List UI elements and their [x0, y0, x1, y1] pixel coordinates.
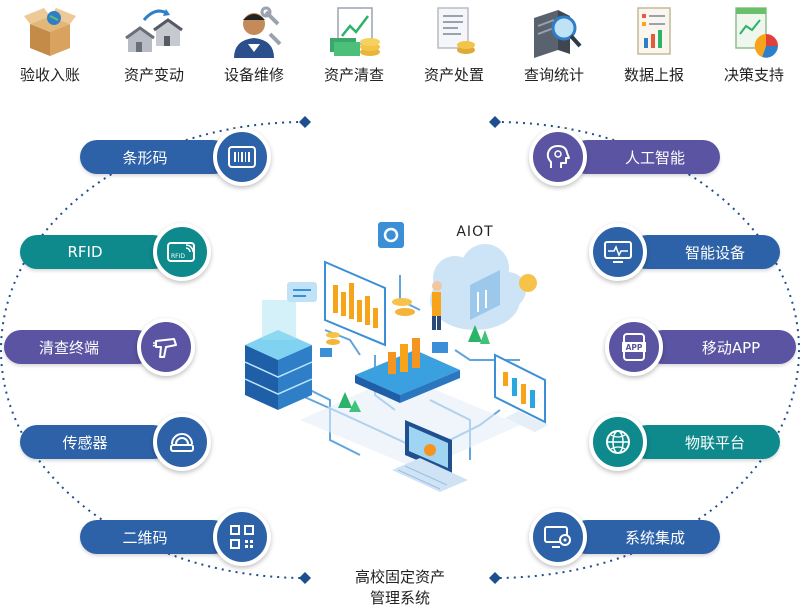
- module-label: 查询统计: [523, 66, 584, 84]
- node-system-integration-pill[interactable]: 系统集成: [570, 520, 720, 554]
- node-terminal-circle[interactable]: [137, 318, 195, 376]
- aiot-illustration: [244, 222, 548, 492]
- module-label: 资产清查: [323, 66, 384, 84]
- node-label: RFID: [67, 243, 103, 261]
- node-mobile-app-circle[interactable]: APP: [605, 318, 663, 376]
- phone-app-icon: APP: [622, 333, 646, 361]
- aiot-label: AIOT: [456, 224, 494, 240]
- center-title-line1: 高校固定资产: [354, 568, 445, 586]
- node-terminal-pill[interactable]: 清查终端: [4, 330, 154, 364]
- svg-text:RFID: RFID: [171, 253, 185, 260]
- module-label: 资产变动: [123, 66, 184, 84]
- node-label: 系统集成: [624, 528, 685, 547]
- money-chart-icon: [330, 7, 380, 56]
- module-repair[interactable]: 设备维修: [204, 0, 304, 90]
- house-transfer-icon: [125, 9, 183, 52]
- node-ai-circle[interactable]: [529, 128, 587, 186]
- node-rfid-circle[interactable]: RFID: [153, 223, 211, 281]
- repair-worker-icon: [234, 6, 282, 58]
- node-sensor-pill[interactable]: 传感器: [20, 425, 170, 459]
- module-label: 资产处置: [423, 66, 484, 84]
- document-coins-icon: [437, 7, 475, 54]
- node-rfid-pill[interactable]: RFID: [20, 235, 170, 269]
- diamond-top-right: [489, 116, 501, 128]
- pie-chart-icon: [735, 7, 778, 58]
- node-label: 传感器: [62, 433, 108, 452]
- module-query-stats[interactable]: 查询统计: [504, 0, 604, 90]
- screen-gear-icon: [544, 526, 571, 548]
- scanner-gun-icon: [152, 338, 177, 358]
- node-label: 智能设备: [684, 243, 745, 262]
- node-sensor-circle[interactable]: [153, 413, 211, 471]
- node-iot-platform-circle[interactable]: [589, 413, 647, 471]
- rfid-card-icon: RFID: [167, 242, 195, 262]
- module-asset-change[interactable]: 资产变动: [104, 0, 204, 90]
- box-icon: [24, 8, 76, 56]
- barcode-icon: [228, 146, 256, 168]
- module-label: 验收入账: [19, 66, 80, 84]
- ai-head-icon: [546, 145, 570, 168]
- node-label: 二维码: [122, 528, 168, 547]
- diamond-bottom-left: [299, 572, 311, 584]
- node-mobile-app-pill[interactable]: 移动APP: [646, 330, 796, 364]
- module-decision-support[interactable]: 决策支持: [704, 0, 800, 90]
- node-system-integration-circle[interactable]: [529, 508, 587, 566]
- app-badge-text: APP: [626, 343, 643, 352]
- node-smart-device-pill[interactable]: 智能设备: [630, 235, 780, 269]
- node-label: 人工智能: [624, 148, 685, 167]
- module-disposal[interactable]: 资产处置: [404, 0, 504, 90]
- node-label: 条形码: [122, 148, 168, 167]
- diamond-top-left: [299, 116, 311, 128]
- globe-network-icon: [606, 430, 630, 454]
- node-label: 物联平台: [684, 433, 745, 452]
- node-qrcode-circle[interactable]: [213, 508, 271, 566]
- node-ai-pill[interactable]: 人工智能: [570, 140, 720, 174]
- diamond-bottom-right: [489, 572, 501, 584]
- node-barcode-pill[interactable]: 条形码: [80, 140, 230, 174]
- module-label: 决策支持: [723, 66, 784, 84]
- monitor-pulse-icon: [604, 241, 632, 263]
- sensor-icon: [170, 433, 194, 452]
- node-barcode-circle[interactable]: [213, 128, 271, 186]
- report-chart-icon: [637, 7, 671, 55]
- node-qrcode-pill[interactable]: 二维码: [80, 520, 230, 554]
- module-inventory[interactable]: 资产清查: [304, 0, 404, 90]
- module-label: 设备维修: [223, 66, 284, 84]
- module-label: 数据上报: [623, 66, 684, 84]
- module-data-report[interactable]: 数据上报: [604, 0, 704, 90]
- qrcode-icon: [230, 525, 254, 549]
- node-smart-device-circle[interactable]: [589, 223, 647, 281]
- center-title-line2: 管理系统: [369, 589, 430, 607]
- magnifier-server-icon: [534, 10, 582, 58]
- node-iot-platform-pill[interactable]: 物联平台: [630, 425, 780, 459]
- module-acceptance[interactable]: 验收入账: [0, 0, 100, 90]
- node-label: 清查终端: [38, 338, 99, 357]
- node-label: 移动APP: [701, 338, 761, 357]
